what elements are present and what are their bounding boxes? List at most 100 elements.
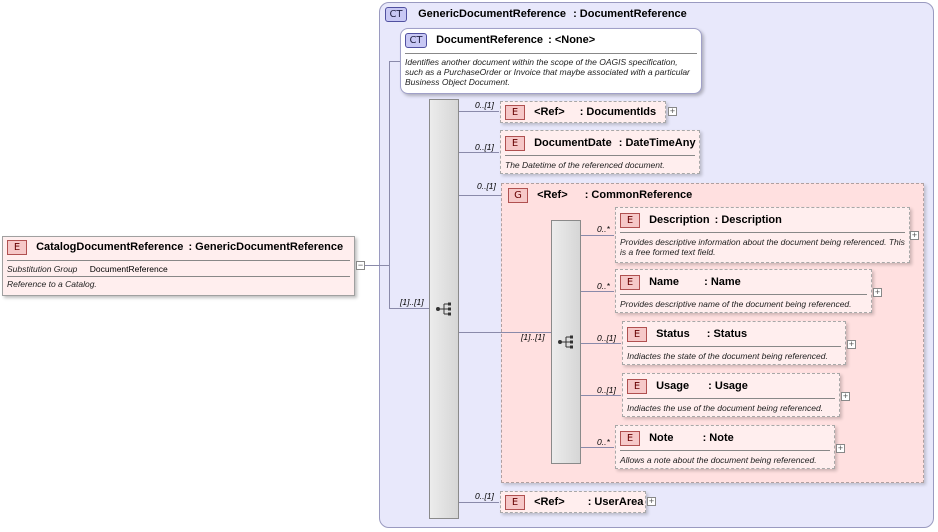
item-cardinality: 0..* [597,437,610,447]
expand-icon[interactable]: + [873,287,882,297]
element-status[interactable]: E Status : Status Indiactes the state of… [622,321,846,365]
element-doc: Indiactes the use of the document being … [627,403,824,413]
element-name: <Ref> [534,496,565,509]
item-cardinality: 0..* [597,281,610,291]
connector-line [581,447,614,448]
element-doc: Provides descriptive information about t… [620,237,905,257]
connector-line [581,395,621,396]
expand-icon[interactable]: + [836,443,845,453]
connector-line [459,502,499,503]
connector-line [365,265,389,266]
sequence-icon [436,302,454,316]
connector-line [459,332,551,333]
element-type: : Note [702,432,734,445]
root-element-doc: Reference to a Catalog. [7,279,97,289]
item-cardinality: 0..* [597,224,610,234]
sequence-cardinality: [1]..[1] [400,297,424,307]
element-document-date[interactable]: E DocumentDate : DateTimeAny The Datetim… [500,130,700,174]
complex-type-name: GenericDocumentReference [418,8,567,21]
expand-icon[interactable]: + [668,106,677,116]
element-note[interactable]: E Note : Note Allows a note about the do… [615,425,835,469]
connector-line [389,308,429,309]
root-separator-1 [7,260,350,261]
element-name: Name [649,276,680,289]
element-name-item[interactable]: E Name : Name Provides descriptive name … [615,269,872,313]
connector-line [389,61,390,308]
child-cardinality: 0..[1] [475,100,494,110]
substitution-group-value: DocumentReference [89,264,168,274]
expand-icon[interactable]: + [910,230,919,240]
element-separator [620,450,830,451]
complex-type-header: CT GenericDocumentReference : DocumentRe… [385,7,687,23]
connector-line [581,343,621,344]
element-doc: Indiactes the state of the document bein… [627,351,828,361]
child-cardinality: 0..[1] [475,142,494,152]
complex-type-badge: CT [385,7,407,22]
child-cardinality: 0..[1] [475,491,494,501]
connector-line [459,195,501,196]
root-element-box[interactable]: E CatalogDocumentReference : GenericDocu… [2,236,355,296]
expand-icon[interactable]: + [847,339,856,349]
element-type: : UserArea [587,496,644,509]
element-doc: The Datetime of the referenced document. [505,160,665,170]
element-name: <Ref> [534,106,565,119]
element-name: DocumentDate [534,137,612,150]
base-type-type: : <None> [548,34,596,47]
group-badge: G [508,188,528,203]
element-description[interactable]: E Description : Description Provides des… [615,207,910,263]
item-cardinality: 0..[1] [597,385,616,395]
element-separator [627,346,841,347]
element-doc: Allows a note about the document being r… [620,455,817,465]
element-type: : Usage [708,380,748,393]
root-element-badge: E [7,240,27,255]
group-cardinality: 0..[1] [477,181,496,191]
inner-sequence-icon [558,335,576,349]
group-name: <Ref> [537,189,568,202]
expand-icon[interactable]: + [841,391,850,401]
root-separator-2 [7,276,350,277]
element-separator [620,294,867,295]
element-name: Usage [656,380,690,393]
element-badge: E [627,379,647,394]
base-type-badge: CT [405,33,427,48]
item-cardinality: 0..[1] [597,333,616,343]
complex-type-type: : DocumentReference [573,8,687,21]
substitution-group-label: Substitution Group [7,264,78,274]
inner-sequence-cardinality: [1]..[1] [521,332,545,342]
group-type: : CommonReference [584,189,693,202]
element-usage[interactable]: E Usage : Usage Indiactes the use of the… [622,373,840,417]
element-separator [620,232,905,233]
element-badge: E [505,105,525,120]
base-type-name: DocumentReference [436,34,544,47]
base-type-separator [405,53,697,54]
element-document-ids[interactable]: E <Ref> : DocumentIds [500,101,666,123]
element-badge: E [505,136,525,151]
element-badge: E [627,327,647,342]
element-type: : Description [714,214,782,227]
element-user-area[interactable]: E <Ref> : UserArea [500,491,646,513]
connector-line [581,235,614,236]
element-name: Note [649,432,674,445]
element-type: : DateTimeAny [618,137,696,150]
element-name: Status [656,328,690,341]
connector-line [581,291,614,292]
element-type: : Status [706,328,748,341]
element-type: : Name [704,276,741,289]
element-doc: Provides descriptive name of the documen… [620,299,852,309]
connector-line [389,61,400,62]
root-element-type: : GenericDocumentReference [188,241,344,254]
element-separator [505,155,695,156]
element-badge: E [620,431,640,446]
element-type: : DocumentIds [579,106,657,119]
element-badge: E [620,213,640,228]
root-element-name: CatalogDocumentReference [36,241,184,254]
base-type-box: CT DocumentReference : <None> Identifies… [400,28,702,94]
element-badge: E [620,275,640,290]
element-separator [627,398,835,399]
element-badge: E [505,495,525,510]
collapse-toggle-icon[interactable]: − [356,260,365,270]
element-name: Description [649,214,710,227]
expand-icon[interactable]: + [647,496,656,506]
base-type-doc: Identifies another document within the s… [405,57,690,87]
connector-line [459,152,499,153]
